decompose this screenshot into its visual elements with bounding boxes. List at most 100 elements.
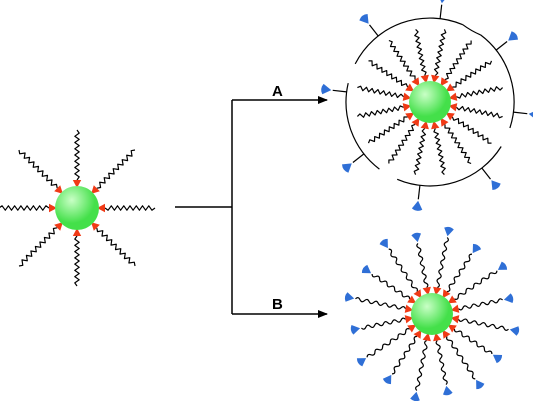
ligand-chain — [415, 339, 428, 391]
ligand-chain — [444, 40, 472, 81]
particle-core — [411, 293, 453, 335]
tether-line — [481, 167, 491, 180]
shell-arc — [396, 146, 502, 187]
ligand-chain — [452, 60, 493, 88]
anchor-group — [450, 315, 460, 324]
anchor-group — [411, 77, 420, 87]
anchor-group — [91, 185, 100, 194]
anchor-group — [422, 332, 431, 342]
anchor-group — [431, 74, 440, 84]
anchor-group — [72, 180, 82, 188]
end-group — [491, 180, 501, 190]
anchor-group — [448, 92, 458, 101]
anchor-group — [440, 77, 449, 87]
ligand-chain — [360, 317, 406, 330]
ligand-chain — [355, 297, 407, 310]
ligand-chain — [0, 205, 50, 211]
end-group — [342, 163, 352, 173]
anchor-group — [433, 332, 442, 342]
anchor-group — [404, 315, 414, 324]
ligand-chain — [371, 273, 411, 300]
ligand-chain — [433, 29, 447, 76]
anchor-group — [448, 103, 458, 112]
ligand-chain — [388, 123, 416, 164]
anchor-group — [411, 117, 420, 127]
end-group — [356, 358, 367, 367]
ligand-chain — [104, 205, 156, 211]
anchor-group — [413, 329, 422, 339]
end-group — [492, 354, 503, 364]
tether-line — [417, 185, 421, 200]
ligand-chain — [413, 128, 427, 175]
end-group — [476, 379, 485, 390]
ligand-chain — [96, 149, 136, 189]
anchor-group — [445, 112, 455, 121]
anchor-group — [413, 289, 422, 299]
ligand-chain — [456, 105, 503, 119]
anchor-group — [447, 295, 457, 304]
end-group — [503, 293, 514, 303]
end-group — [361, 264, 372, 274]
end-group — [410, 391, 420, 401]
ligand-chain — [453, 328, 493, 355]
ligand-chain — [357, 85, 404, 99]
tether-line — [369, 24, 379, 37]
anchor-group — [433, 286, 442, 296]
ligand-chain — [18, 227, 58, 267]
anchor-group — [72, 228, 82, 236]
anchor-group — [402, 92, 412, 101]
end-group — [497, 261, 508, 270]
shell-arc — [462, 24, 481, 36]
ligand-chain — [433, 128, 446, 176]
anchor-group — [422, 286, 431, 296]
ligand-chain — [457, 318, 509, 331]
ligand-chain — [388, 39, 416, 80]
shell-arc — [345, 82, 380, 170]
ligand-chain — [451, 116, 492, 144]
ligand-chain — [444, 124, 472, 165]
tether-line — [352, 153, 365, 163]
particle-core — [409, 81, 451, 123]
end-group — [350, 325, 361, 335]
product-a-nanoparticle — [321, 0, 533, 211]
anchor-group — [405, 83, 415, 92]
ligand-chain — [388, 248, 418, 292]
anchor-group — [450, 304, 460, 313]
branch-arrows: A B — [175, 83, 328, 318]
anchor-group — [420, 74, 429, 84]
ligand-chain — [446, 253, 473, 293]
end-group — [509, 326, 520, 336]
ligand-chain — [18, 149, 58, 189]
end-group — [344, 292, 355, 302]
label-a: A — [272, 83, 283, 100]
ligand-chain — [456, 86, 504, 99]
end-group — [411, 232, 421, 243]
end-group — [508, 31, 518, 41]
ligand-chain — [368, 60, 409, 88]
anchor-group — [407, 324, 417, 333]
starting-nanoparticle — [0, 129, 156, 287]
anchor-group — [97, 203, 105, 213]
anchor-group — [442, 289, 451, 299]
ligand-chain — [436, 237, 449, 289]
anchor-group — [440, 117, 449, 127]
end-group — [379, 238, 388, 249]
end-group — [440, 0, 445, 4]
end-group — [359, 14, 369, 24]
ligand-chain — [454, 270, 498, 300]
anchor-group — [91, 222, 100, 231]
anchor-group — [447, 324, 457, 333]
anchor-group — [54, 222, 63, 231]
ligand-chain — [416, 242, 429, 288]
particle-core — [55, 186, 99, 230]
tether-line — [513, 111, 528, 115]
end-group — [321, 83, 332, 95]
end-group — [528, 111, 533, 118]
tether-line — [332, 89, 347, 93]
end-group — [472, 243, 482, 254]
ligand-chain — [414, 28, 427, 76]
ligand-chain — [458, 298, 504, 311]
ligand-chain — [391, 335, 418, 375]
shell-arc — [354, 17, 464, 65]
